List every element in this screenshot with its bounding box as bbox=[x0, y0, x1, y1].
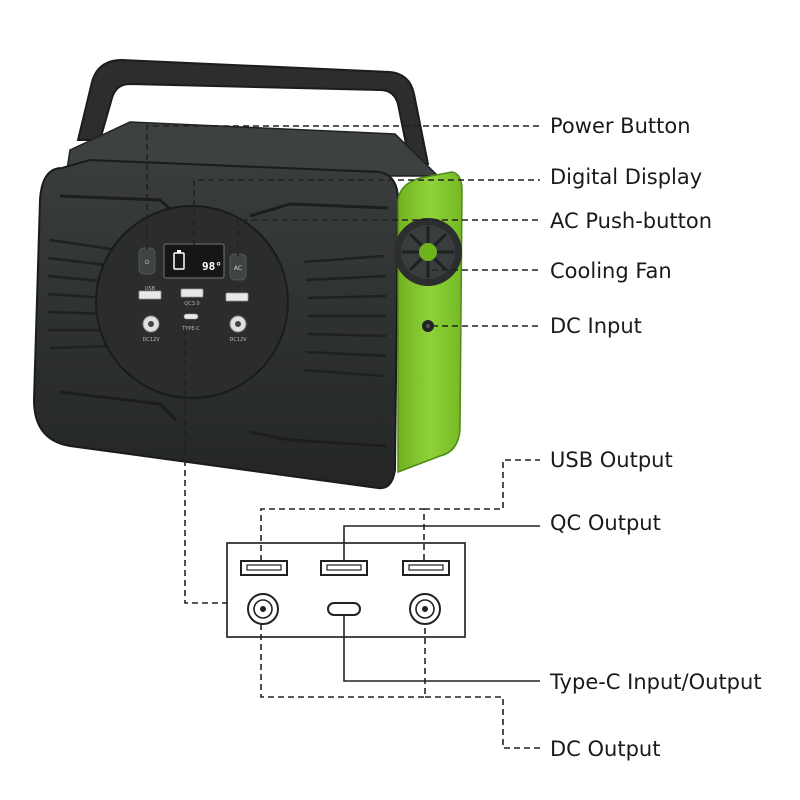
dc-input-jack-icon bbox=[422, 320, 434, 332]
callout-dc-input: DC Input bbox=[550, 314, 642, 338]
front-dc-label-right: DC12V bbox=[229, 337, 247, 343]
closeup-qc-port bbox=[320, 560, 368, 576]
leader-digital-display bbox=[193, 179, 540, 246]
leader-qc-output bbox=[343, 525, 540, 561]
port-panel-closeup bbox=[226, 542, 466, 638]
leader-power-button bbox=[146, 125, 540, 250]
callout-qc-output: QC Output bbox=[550, 511, 661, 535]
leader-type-c bbox=[343, 615, 540, 682]
leader-dc-output bbox=[260, 624, 540, 749]
callout-dc-output: DC Output bbox=[550, 737, 660, 761]
front-usb-ports: USB QC3.0 bbox=[138, 286, 249, 307]
digital-display-screen: 98° bbox=[163, 243, 225, 279]
front-dc-label-left: DC12V bbox=[142, 337, 160, 343]
cooling-fan-icon bbox=[394, 218, 462, 286]
closeup-usb-port-right bbox=[402, 560, 450, 576]
front-usb-label: USB bbox=[145, 286, 156, 292]
front-typec-port bbox=[183, 313, 199, 320]
power-button-icon: ⏻ bbox=[138, 247, 156, 275]
front-dc-jacks: DC12V DC12V bbox=[142, 315, 247, 343]
callout-labels: Power Button Digital Display AC Push-but… bbox=[549, 114, 762, 761]
leader-lines bbox=[146, 125, 540, 749]
closeup-dc-jack-right bbox=[409, 593, 441, 625]
ac-button-label: AC bbox=[234, 265, 242, 272]
leader-ac-button bbox=[237, 219, 540, 256]
callout-digital-display: Digital Display bbox=[550, 165, 702, 189]
front-typec-label: TYPE-C bbox=[181, 326, 200, 332]
closeup-typec-port bbox=[327, 602, 361, 616]
leader-panel-to-closeup bbox=[184, 330, 227, 604]
power-station-illustration: ⏻ 98° AC USB QC3.0 TYPE-C bbox=[32, 58, 463, 490]
closeup-dc-jack-left bbox=[247, 593, 279, 625]
power-button-symbol: ⏻ bbox=[145, 259, 150, 266]
callout-power-button: Power Button bbox=[550, 114, 691, 138]
display-reading: 98° bbox=[202, 260, 222, 273]
callout-cooling-fan: Cooling Fan bbox=[550, 259, 672, 283]
callout-type-c: Type-C Input/Output bbox=[549, 670, 762, 694]
closeup-usb-port-left bbox=[240, 560, 288, 576]
ac-button-icon: AC bbox=[229, 253, 247, 281]
callout-ac-push-button: AC Push-button bbox=[550, 209, 712, 233]
callout-usb-output: USB Output bbox=[550, 448, 673, 472]
body-ribs-right bbox=[303, 254, 387, 378]
leader-usb-output bbox=[260, 459, 540, 561]
front-qc-label: QC3.0 bbox=[184, 301, 199, 307]
